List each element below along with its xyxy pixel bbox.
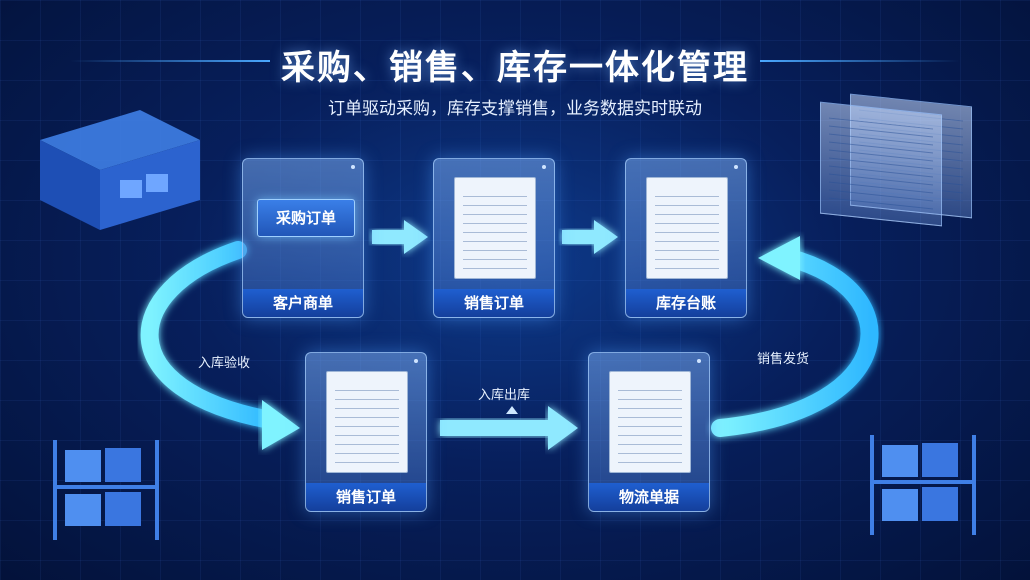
title-decoration-right [760, 60, 960, 62]
card-dot [542, 165, 546, 169]
document-icon [646, 177, 728, 279]
top-arrow-1-shaft [372, 230, 406, 244]
title-area: 采购、销售、库存一体化管理 [0, 40, 1030, 89]
card-logistics-docs[interactable]: 物流单据 [588, 352, 710, 512]
card-label: 销售订单 [434, 289, 554, 317]
top-arrow-2-head [594, 220, 618, 254]
card-dot [414, 359, 418, 363]
flow-label-right: 销售发货 [757, 352, 810, 367]
card-dot [351, 165, 355, 169]
top-arrow-2-shaft [562, 230, 596, 244]
page-subtitle: 订单驱动采购，库存支撑销售，业务数据实时联动 [328, 99, 702, 119]
card-sales-order-bottom[interactable]: 销售订单 [305, 352, 427, 512]
card-label: 库存台账 [626, 289, 746, 317]
flow-label-bottom: 入库出库 [478, 388, 531, 403]
card-inventory-ledger[interactable]: 库存台账 [625, 158, 747, 318]
bottom-arrow-shaft [440, 420, 550, 436]
purchase-order-badge: 采购订单 [257, 199, 355, 237]
right-loop-arrowhead [758, 236, 800, 280]
data-sheet-panel-front [820, 101, 942, 227]
document-icon [454, 177, 536, 279]
card-label: 销售订单 [306, 483, 426, 511]
document-icon [326, 371, 408, 473]
top-arrow-1-head [404, 220, 428, 254]
card-label: 客户商单 [243, 289, 363, 317]
right-loop-path [711, 249, 879, 437]
shelf-boxes-icon-left [53, 440, 159, 540]
flow-label-left: 入库验收 [198, 356, 251, 371]
document-icon [609, 371, 691, 473]
warehouse-icon [40, 110, 200, 230]
shelf-boxes-icon-right [870, 435, 976, 535]
card-sales-order-top[interactable]: 销售订单 [433, 158, 555, 318]
bottom-arrow-marker [506, 406, 518, 414]
page-title: 采购、销售、库存一体化管理 [281, 48, 749, 88]
left-loop-path [140, 241, 279, 429]
bottom-arrow-head [548, 406, 578, 450]
left-loop-arrowhead [262, 400, 300, 450]
card-dot [734, 165, 738, 169]
card-label: 物流单据 [589, 483, 709, 511]
card-customer-order[interactable]: 采购订单 客户商单 [242, 158, 364, 318]
card-dot [697, 359, 701, 363]
title-decoration-left [70, 60, 270, 62]
